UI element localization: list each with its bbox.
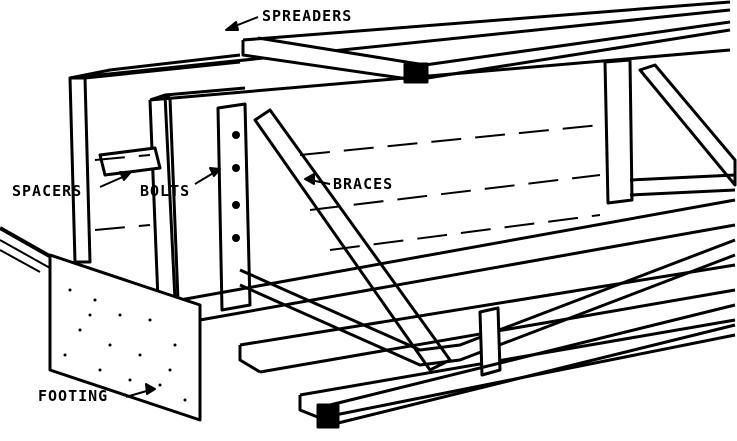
label-bolts: BOLTS	[140, 182, 191, 200]
spacer-block	[98, 146, 162, 177]
bottom-plate-right	[629, 173, 736, 197]
footing	[48, 253, 202, 422]
spreader-end	[403, 62, 429, 84]
stake	[478, 306, 502, 377]
floor-boards	[179, 198, 736, 420]
inner-form-top	[164, 86, 246, 97]
brace-right	[638, 63, 737, 187]
bottom-plate	[239, 238, 736, 367]
leader-arrows	[99, 16, 331, 398]
bolts	[232, 131, 240, 242]
stud-right	[603, 58, 634, 205]
label-braces: BRACES	[333, 175, 394, 193]
outer-form-top	[69, 53, 241, 80]
label-spreaders: SPREADERS	[262, 7, 353, 25]
label-spacers: SPACERS	[12, 182, 83, 200]
ground-hatch	[0, 239, 51, 273]
outer-form-panel	[68, 8, 731, 264]
sill-end	[316, 403, 340, 429]
label-footing: FOOTING	[38, 387, 109, 405]
sill	[328, 303, 736, 427]
footing-stipple	[63, 288, 187, 402]
board-lines	[94, 124, 601, 251]
